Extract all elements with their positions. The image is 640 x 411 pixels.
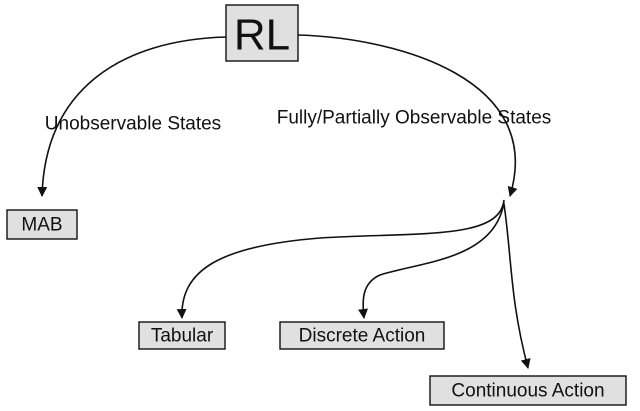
- edge-label-observable-states: Fully/Partially Observable States: [277, 108, 552, 129]
- edge-branch-to-continuous-action: [503, 203, 531, 369]
- node-tabular-label: Tabular: [151, 326, 214, 347]
- node-rl: RL: [225, 4, 299, 62]
- edge-label-unobservable-states: Unobservable States: [45, 114, 221, 135]
- node-continuous-action: Continuous Action: [429, 375, 627, 406]
- edge-branch-to-tabular: [176, 199, 505, 319]
- edge-branch-to-discrete-action: [358, 201, 505, 319]
- node-tabular: Tabular: [138, 321, 226, 350]
- node-discrete-action-label: Discrete Action: [299, 326, 426, 347]
- node-mab-label: MAB: [21, 215, 62, 236]
- node-mab: MAB: [6, 209, 78, 240]
- edge-rl-to-branch: [297, 34, 518, 197]
- edge-rl-to-mab: [37, 36, 227, 197]
- node-discrete-action: Discrete Action: [279, 321, 445, 350]
- node-rl-label: RL: [234, 11, 290, 60]
- node-continuous-action-label: Continuous Action: [451, 381, 604, 402]
